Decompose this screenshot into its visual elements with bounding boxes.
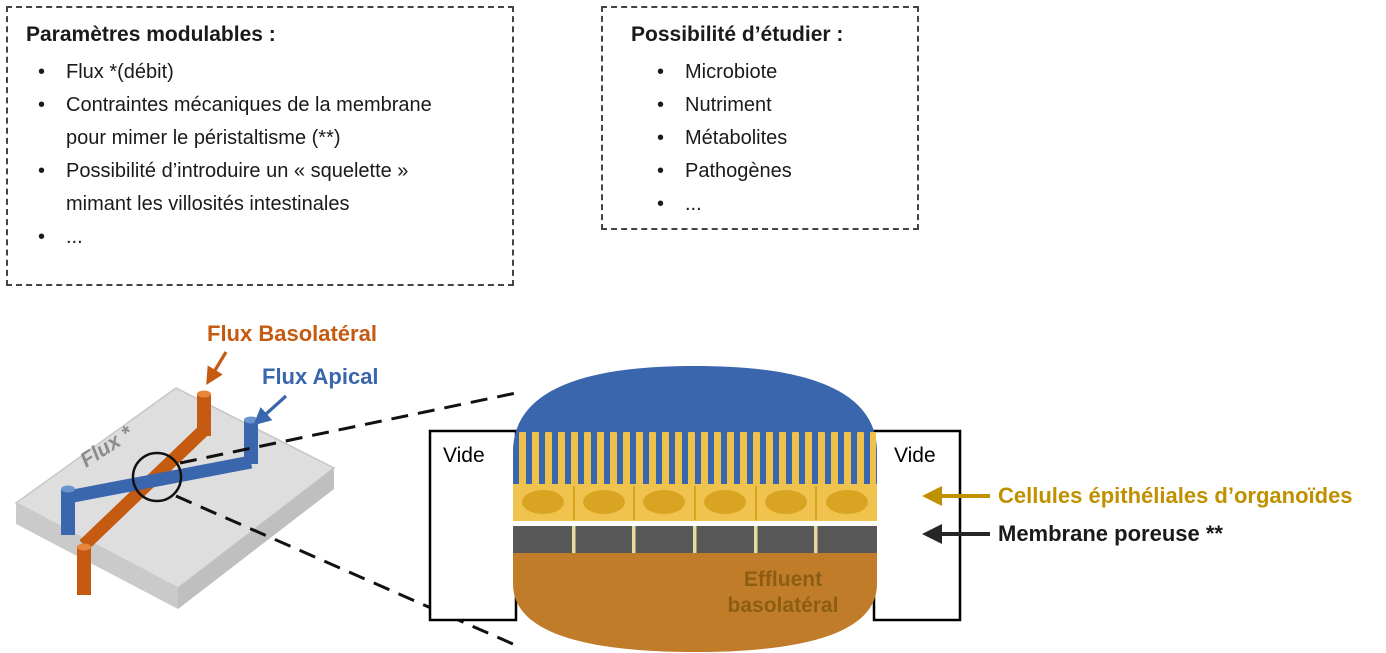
cross-section: Vide Vide [428,366,962,652]
cell-nucleus [826,490,868,514]
chip-right-side-face [178,468,334,609]
bullet-icon: • [38,226,46,248]
study-box-title: Possibilité d’étudier : [631,23,844,46]
flux-apical-label: Flux Apical [262,364,379,389]
chip-illustration: Flux Basolatéral Flux Apical Flux * [14,321,523,650]
list-item-label: Contraintes mécaniques de la membrane [66,94,432,116]
membrane-pore [572,526,576,553]
cell-nucleus [522,490,564,514]
bullet-icon: • [657,193,665,215]
bullet-icon: • [38,61,46,83]
effluent-label-line1: Effluent [744,568,822,591]
list-item: • Contraintes mécaniques de la membrane [26,89,494,122]
cells-annotation-label: Cellules épithéliales d’organoïdes [998,483,1353,508]
vide-label-right: Vide [894,444,936,467]
list-item: • Flux *(débit) [26,56,494,89]
modulable-parameters-box: Paramètres modulables : • Flux *(débit) … [6,6,514,286]
vide-box-left [428,429,518,622]
list-item-label: Pathogènes [685,160,792,182]
bullet-icon: • [657,94,665,116]
epithelial-cell-layer [513,484,877,526]
flux-basolateral-arrow-icon [206,351,228,386]
study-possibilities-box: Possibilité d’étudier : • Microbiote • N… [601,6,919,230]
list-item: • Nutriment [621,89,899,122]
basolateral-inlet-post [197,390,211,436]
params-box-title: Paramètres modulables : [26,23,276,46]
params-item-list: • Flux *(débit) • Contraintes mécaniques… [26,56,494,254]
apical-inlet-post [244,416,258,464]
zoom-dash-line-top [179,391,517,465]
list-item: • ... [621,188,899,221]
bullet-icon: • [657,127,665,149]
right-annotations: Cellules épithéliales d’organoïdes Membr… [922,483,1353,546]
zoom-circle-icon [131,451,183,503]
zoom-dash-line-bottom [175,494,523,650]
cell-nucleus [704,490,746,514]
bullet-icon: • [38,94,46,116]
list-item: mimant les villosités intestinales [26,188,494,221]
membrane-pore [632,526,636,553]
membrane-pore [754,526,758,553]
list-item: pour mimer le péristaltisme (**) [26,122,494,155]
chip-left-side-face [16,503,178,609]
study-item-list: • Microbiote • Nutriment • Métabolites •… [621,56,899,221]
bullet-icon: • [38,160,46,182]
flux-basolateral-label: Flux Basolatéral [207,321,377,346]
vide-label-left: Vide [443,444,485,467]
list-item-label: mimant les villosités intestinales [66,193,350,215]
cell-nucleus [583,490,625,514]
list-item-label: Microbiote [685,61,778,83]
list-item: • Métabolites [621,122,899,155]
list-item-label: Possibilité d’introduire un « squelette … [66,160,409,182]
list-item-label: ... [685,193,702,215]
cell-nucleus [643,490,685,514]
list-item-label: Métabolites [685,127,788,149]
list-item: • Pathogènes [621,155,899,188]
cell-nucleus [765,490,807,514]
list-item: • Possibilité d’introduire un « squelett… [26,155,494,188]
vide-box-right [872,429,962,622]
list-item-label: pour mimer le péristaltisme (**) [66,127,341,149]
bullet-icon: • [657,160,665,182]
list-item: • ... [26,221,494,254]
basolateral-effluent-region [513,553,877,652]
list-item-label: Nutriment [685,94,772,116]
membrane-annotation-label: Membrane poreuse ** [998,521,1223,546]
apical-outlet-post [61,485,75,535]
list-item-label: ... [66,226,83,248]
list-item-label: Flux *(débit) [66,61,174,83]
effluent-label-line2: basolatéral [728,594,839,617]
villi-layer [514,432,876,490]
list-item: • Microbiote [621,56,899,89]
flux-apical-arrow-icon [253,394,288,426]
bullet-icon: • [657,61,665,83]
porous-membrane-band [513,526,877,553]
membrane-pore [814,526,818,553]
basolateral-outlet-post [77,543,91,595]
apical-channel [66,455,253,504]
membrane-pore [693,526,697,553]
